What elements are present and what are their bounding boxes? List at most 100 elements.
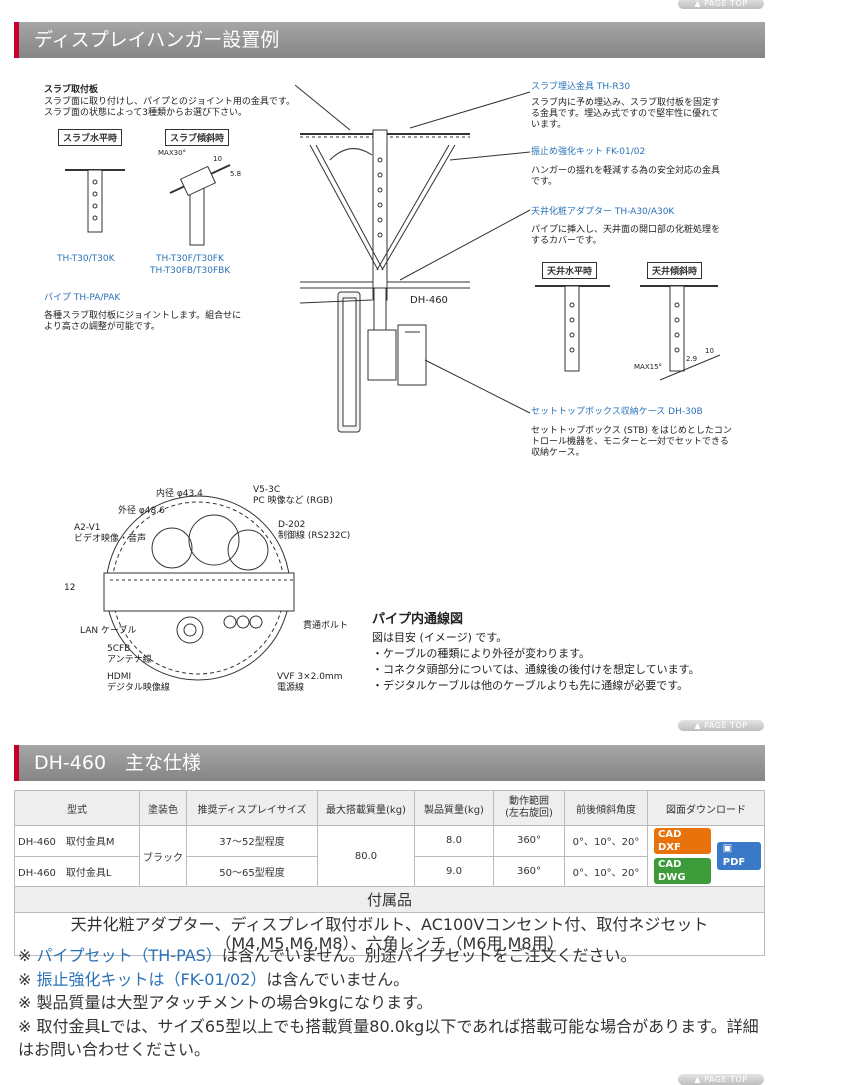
dim-10-label: 10	[213, 155, 222, 163]
pipe-desc2: より高さの調整が可能です。	[44, 322, 160, 332]
stb-case-title: セットトップボックス収納ケース DH-30B	[531, 407, 703, 417]
note-item: ※ パイプセット（TH-PAS）は含んでいません。別途パイプセットをご注文くださ…	[18, 944, 763, 968]
cad-format: DXF	[658, 842, 681, 853]
dim-58-label: 5.8	[230, 170, 242, 178]
inner-diameter-label: 内径 φ43.4	[156, 489, 203, 499]
cell-weight: 8.0	[414, 825, 494, 857]
lan-cable-label: LAN ケーブル	[80, 626, 137, 636]
col-header: 塗装色	[139, 790, 187, 826]
section-header-installation-example: ディスプレイハンガー設置例	[14, 22, 765, 58]
cell-model: DH-460 取付金具L	[14, 855, 140, 887]
model-t30-label: TH-T30/T30K	[57, 254, 115, 264]
pipe-wiring-note4: ・デジタルケーブルは他のケーブルよりも先に通線が必要です。	[372, 679, 689, 692]
note-mark: ※	[18, 993, 32, 1012]
dim-29-label: 2.9	[686, 355, 698, 363]
pipe-set-link[interactable]: パイプセット（TH-PAS）	[36, 946, 222, 965]
ceiling-adapter-title: 天井化粧アダプター TH-A30/A30K	[531, 207, 675, 217]
seismic-kit-desc1: ハンガーの揺れを軽減する為の安全対応の金具	[531, 166, 721, 176]
dim-10b-label: 10	[705, 347, 714, 355]
pipe-wiring-note2: ・ケーブルの種類により外径が変わります。	[372, 647, 591, 660]
table-header-row: 型式 塗装色 推奨ディスプレイサイズ 最大搭載質量(kg) 製品質量(kg) 動…	[14, 790, 765, 826]
max30-label: MAX30°	[158, 149, 187, 157]
model-t30f-label: TH-T30F/T30FK	[156, 254, 224, 264]
outer-diameter-label: 外径 φ48.6	[118, 506, 165, 516]
cad-prefix: CAD	[658, 829, 682, 840]
section-title: DH-460 主な仕様	[34, 752, 202, 774]
table-row: DH-460 取付金具M ブラック 37〜52型程度 80.0 8.0 360°…	[14, 825, 765, 887]
note-text: 取付金具Lでは、サイズ65型以上でも搭載質量80.0kg以下であれば搭載可能な場…	[18, 1016, 759, 1060]
slab-plate-title: スラブ取付板	[44, 85, 99, 95]
slab-plate-desc2: スラブ面の状態によって3種類からお選び下さい。	[44, 108, 248, 118]
a2-v1-label: A2-V1	[74, 523, 101, 533]
col-header: 図面ダウンロード	[647, 790, 765, 826]
pipe-title: パイプ TH-PA/PAK	[44, 293, 121, 303]
note-mark: ※	[18, 946, 32, 965]
vvf-desc: 電源線	[277, 683, 305, 693]
note-item: ※ 取付金具Lでは、サイズ65型以上でも搭載質量80.0kg以下であれば搭載可能…	[18, 1015, 763, 1062]
cell-tilt: 0°、10°、20°	[564, 855, 648, 887]
note-mark: ※	[18, 1016, 32, 1036]
v5-3c-desc: PC 映像など (RGB)	[253, 496, 333, 506]
pdf-download-link[interactable]: ▣ PDF	[716, 842, 761, 870]
stb-case-desc1: セットトップボックス (STB) をはじめとしたコン	[531, 426, 732, 436]
notes: ※ パイプセット（TH-PAS）は含んでいません。別途パイプセットをご注文くださ…	[18, 944, 763, 1062]
cad-format: DWG	[658, 872, 686, 883]
pipe-wiring-note1: 図は目安 (イメージ) です。	[372, 631, 508, 644]
seismic-kit-link[interactable]: 振止強化キットは（FK-01/02）	[36, 969, 267, 989]
note-text: は含んでいません。別途パイプセットをご注文ください。	[221, 946, 637, 965]
installation-diagram: スラブ取付板 スラブ面に取り付けし、パイプとのジョイント用の金具です。 スラブ面…	[0, 70, 850, 710]
section-header-specs: DH-460 主な仕様	[14, 745, 765, 781]
pdf-label: PDF	[722, 857, 746, 868]
installation-illustration	[65, 84, 721, 681]
cell-downloads: CAD DXF CAD DWG ▣ PDF	[647, 825, 765, 887]
stb-case-desc3: 収納ケース。	[531, 448, 585, 458]
v5-3c-label: V5-3C	[253, 485, 281, 495]
ceiling-tilt-label: 天井傾斜時	[647, 262, 703, 279]
hdmi-label: HDMI	[107, 672, 132, 682]
pdf-icon: ▣	[722, 843, 733, 854]
note-item: ※ 製品質量は大型アタッチメントの場合9kgになります。	[18, 991, 763, 1015]
table-row: DH-460 取付金具L 50〜65型程度 9.0 360° 0°、10°、20…	[14, 855, 765, 887]
col-header: 推奨ディスプレイサイズ	[186, 790, 318, 826]
pipe-wiring-note3: ・コネクタ頭部分については、通線後の後付けを想定しています。	[372, 663, 700, 676]
cell-size: 50〜65型程度	[186, 855, 318, 887]
page-top-button[interactable]: ▲ PAGE TOP	[678, 0, 764, 9]
ceiling-level-label: 天井水平時	[542, 262, 598, 279]
note-text: は含んでいません。	[266, 969, 410, 989]
note-mark: ※	[18, 969, 32, 989]
accessory-header: 付属品	[14, 886, 765, 913]
note-item: ※ 振止強化キットは（FK-01/02）は含んでいません。	[18, 968, 763, 992]
col-header: 前後傾斜角度	[564, 790, 648, 826]
cell-size: 37〜52型程度	[186, 825, 318, 857]
slab-plate-desc1: スラブ面に取り付けし、パイプとのジョイント用の金具です。	[44, 97, 296, 107]
5cfb-desc: アンテナ線	[107, 655, 152, 665]
pipe-wiring-title: パイプ内通線図	[372, 612, 464, 627]
cell-rotation: 360°	[493, 855, 565, 887]
note-text: 製品質量は大型アタッチメントの場合9kgになります。	[36, 993, 433, 1012]
cad-dxf-download-link[interactable]: CAD DXF	[654, 828, 711, 854]
max15-label: MAX15°	[634, 363, 663, 371]
cell-max-load: 80.0	[317, 825, 415, 887]
ceiling-adapter-desc2: するカバーです。	[531, 236, 602, 246]
seismic-kit-desc2: です。	[531, 177, 558, 187]
col-header: 最大搭載質量(kg)	[317, 790, 415, 826]
cad-prefix: CAD	[658, 859, 682, 870]
cad-dwg-download-link[interactable]: CAD DWG	[654, 858, 711, 884]
anchor-desc2: る金具です。埋込み式ですので堅牢性に優れて	[531, 109, 719, 119]
anchor-title: スラブ埋込金具 TH-R30	[531, 82, 631, 92]
ceiling-adapter-desc1: パイプに挿入し、天井面の開口部の化粧処理を	[531, 225, 721, 235]
hdmi-desc: デジタル映像線	[107, 683, 170, 693]
through-bolt-label: 貫通ボルト	[303, 621, 349, 631]
accessory-header-row: 付属品	[14, 886, 765, 913]
cell-model: DH-460 取付金具M	[14, 825, 140, 857]
stb-case-desc2: トロール機器を、モニターと一対でセットできる	[531, 437, 729, 447]
accessory-row: 天井化粧アダプター、ディスプレイ取付ボルト、AC100Vコンセント付、取付ネジセ…	[14, 912, 765, 956]
cell-color: ブラック	[139, 825, 187, 887]
anchor-desc1: スラブ内に予め埋込み、スラブ取付板を固定す	[531, 98, 721, 108]
a2-v1-desc: ビデオ映像・音声	[74, 534, 147, 544]
cell-weight: 9.0	[414, 855, 494, 887]
col-header: 型式	[14, 790, 140, 826]
vvf-label: VVF 3×2.0mm	[277, 672, 343, 682]
page-top-button[interactable]: ▲ PAGE TOP	[678, 720, 764, 731]
cell-rotation: 360°	[493, 825, 565, 857]
